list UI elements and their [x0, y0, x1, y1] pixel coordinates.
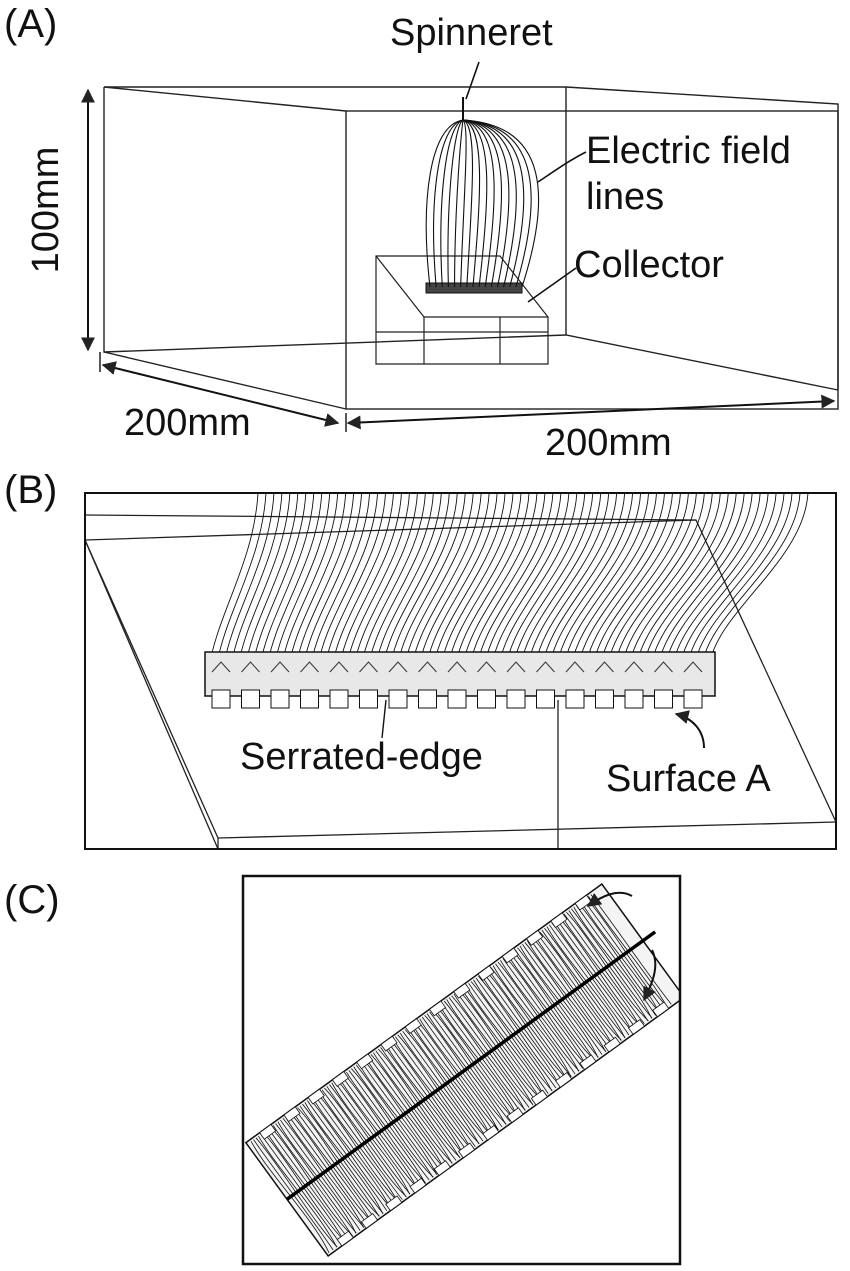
surface-a-label: Surface A [606, 758, 771, 800]
flow-arrow-right [643, 949, 657, 1002]
electric-field-lines-label-2: lines [586, 176, 665, 218]
collector-leader [527, 267, 577, 303]
flow-arrow-top [586, 891, 633, 907]
domain-box [103, 86, 839, 410]
serrated-edge-b [204, 651, 716, 697]
electric-field-lines-label-1: Electric field [586, 130, 791, 172]
serrated-edge-label: Serrated-edge [240, 736, 483, 778]
spinneret-label: Spinneret [390, 12, 553, 54]
width-arrow [346, 394, 836, 430]
collector-label: Collector [574, 244, 724, 286]
panel-b-label: (B) [4, 468, 58, 512]
collector-block [375, 255, 549, 365]
surface-a-arrow [674, 710, 705, 749]
panel-c-label: (C) [4, 878, 60, 922]
spinneret-leader [465, 61, 480, 100]
field-lines-leader [537, 151, 587, 183]
serrated-teeth-b [211, 661, 703, 709]
serrated-edge-leader [381, 699, 387, 739]
electric-field-lines-a [425, 119, 540, 288]
depth-arrow [101, 361, 340, 427]
electric-field-lines-b [209, 493, 809, 663]
width-dimension-label: 200mm [545, 422, 672, 464]
panel-a-label: (A) [4, 2, 58, 46]
serrated-edge-small [425, 282, 523, 294]
